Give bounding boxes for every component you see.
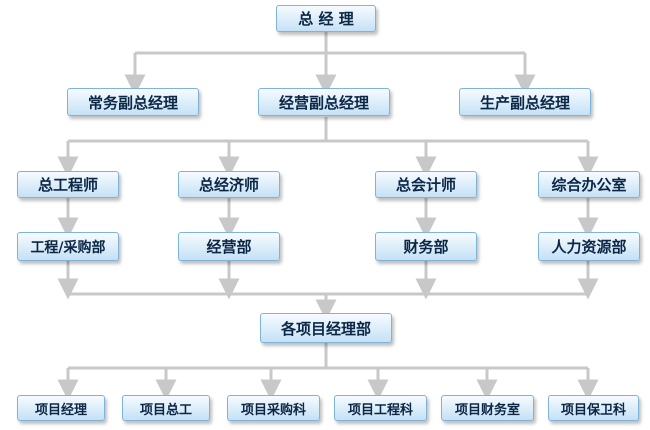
node-general-manager: 总 经 理 bbox=[276, 5, 376, 32]
node-label: 项目工程科 bbox=[347, 402, 413, 418]
node-label: 项目采购科 bbox=[240, 402, 306, 418]
node-project-chief-engineer: 项目总工 bbox=[122, 395, 210, 421]
node-label: 总会计师 bbox=[395, 176, 456, 194]
node-executive-deputy-gm: 常务副总经理 bbox=[67, 88, 199, 116]
node-label: 综合办公室 bbox=[551, 176, 627, 194]
node-label: 项目经理 bbox=[34, 402, 87, 418]
node-chief-engineer: 总工程师 bbox=[17, 171, 119, 198]
node-business-dept: 经营部 bbox=[178, 232, 280, 261]
node-chief-economist: 总经济师 bbox=[178, 171, 280, 198]
node-general-office: 综合办公室 bbox=[538, 171, 640, 198]
node-production-deputy-gm: 生产副总经理 bbox=[459, 88, 591, 116]
node-business-deputy-gm: 经营副总经理 bbox=[258, 88, 390, 116]
node-label: 生产副总经理 bbox=[479, 93, 570, 112]
node-project-finance: 项目财务室 bbox=[441, 395, 534, 421]
node-finance-dept: 财务部 bbox=[375, 232, 477, 261]
node-label: 工程/采购部 bbox=[30, 239, 106, 256]
node-label: 总 经 理 bbox=[298, 10, 354, 28]
node-chief-accountant: 总会计师 bbox=[375, 171, 477, 198]
node-project-engineering: 项目工程科 bbox=[334, 395, 427, 421]
node-label: 经营部 bbox=[206, 238, 252, 256]
node-label: 常务副总经理 bbox=[87, 93, 178, 112]
node-label: 总经济师 bbox=[198, 176, 259, 194]
node-label: 财务部 bbox=[403, 238, 449, 256]
node-project-procurement: 项目采购科 bbox=[227, 395, 320, 421]
node-label: 总工程师 bbox=[37, 176, 98, 194]
node-label: 经营副总经理 bbox=[278, 93, 369, 112]
node-project-management-dept: 各项目经理部 bbox=[260, 313, 392, 343]
node-label: 项目总工 bbox=[139, 402, 192, 418]
node-project-manager: 项目经理 bbox=[17, 395, 105, 421]
node-label: 项目财务室 bbox=[454, 402, 520, 418]
node-label: 各项目经理部 bbox=[280, 319, 371, 338]
node-label: 项目保卫科 bbox=[560, 402, 626, 418]
node-engineering-procurement-dept: 工程/采购部 bbox=[17, 232, 119, 261]
node-hr-dept: 人力资源部 bbox=[538, 232, 640, 261]
node-project-security: 项目保卫科 bbox=[548, 395, 639, 421]
node-label: 人力资源部 bbox=[551, 238, 627, 256]
